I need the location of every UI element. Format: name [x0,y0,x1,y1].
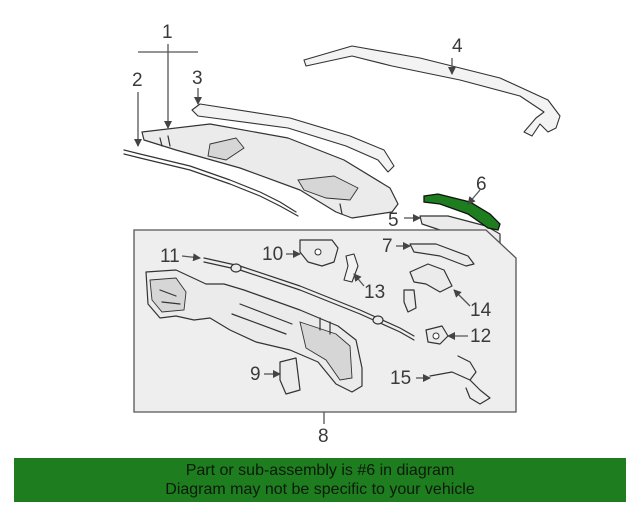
parts-diagram: 1 2 3 4 5 6 7 8 9 10 11 12 13 14 15 [123,22,561,447]
arm-part-7[interactable] [409,243,475,267]
trim-strip-part-6[interactable] [423,193,501,231]
hinge-part-10[interactable] [299,239,339,267]
leader-lines [134,44,481,424]
rear-panel-part-1[interactable] [141,123,399,219]
callout-4: 4 [452,36,463,57]
callout-5: 5 [388,210,399,231]
callout-12: 12 [470,326,491,347]
weatherstrip-part-4[interactable] [303,45,561,137]
banner-line-2: Diagram may not be specific to your vehi… [165,481,475,498]
callout-11: 11 [160,246,180,267]
seal-part-2[interactable] [123,149,299,217]
info-banner: Part or sub-assembly is #6 in diagram Di… [14,458,626,502]
torsion-rod-part-11[interactable] [203,257,415,341]
callout-15: 15 [390,368,411,389]
cable-part-15[interactable] [429,355,491,405]
callout-10: 10 [262,244,283,265]
callout-1: 1 [162,22,173,43]
crossmember-frame[interactable] [145,269,363,393]
seal-part-3[interactable] [191,103,395,173]
callout-6: 6 [476,174,487,195]
bracket-part-14[interactable] [403,263,453,313]
banner-line-1: Part or sub-assembly is #6 in diagram [185,462,455,479]
callout-13: 13 [364,282,385,303]
callout-2: 2 [132,70,143,91]
pivot-part-12[interactable] [425,325,449,345]
callout-8: 8 [318,426,329,447]
callout-14: 14 [470,300,492,321]
callout-3: 3 [192,68,203,89]
callout-9: 9 [250,364,261,385]
callout-7: 7 [382,236,393,257]
